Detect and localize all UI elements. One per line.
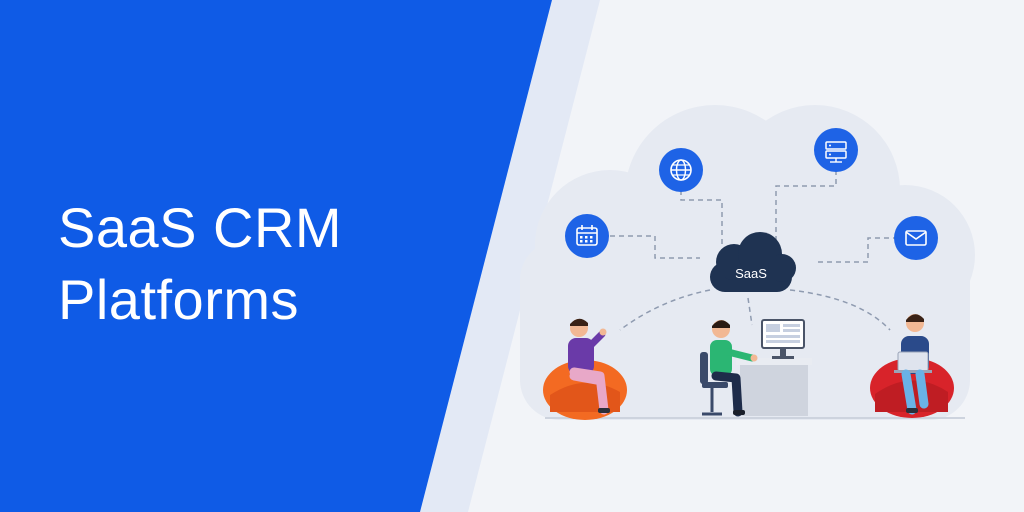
dashed-connectors — [601, 170, 916, 331]
title-line-2: Platforms — [58, 268, 299, 331]
title-line-1: SaaS CRM — [58, 196, 343, 259]
diagonal-stripe — [420, 0, 600, 512]
server-icon — [814, 128, 858, 172]
blue-panel — [0, 0, 552, 512]
saas-cloud — [710, 232, 796, 292]
globe-icon — [659, 148, 703, 192]
person-on-red-beanbag — [870, 314, 954, 418]
mail-icon — [894, 216, 938, 260]
banner-title: SaaS CRM Platforms — [58, 192, 342, 336]
desk-workstation — [736, 319, 812, 416]
person-on-orange-beanbag — [543, 318, 627, 420]
calendar-icon — [565, 214, 609, 258]
person-at-desk — [700, 320, 758, 417]
saas-cloud-label: SaaS — [735, 266, 767, 281]
